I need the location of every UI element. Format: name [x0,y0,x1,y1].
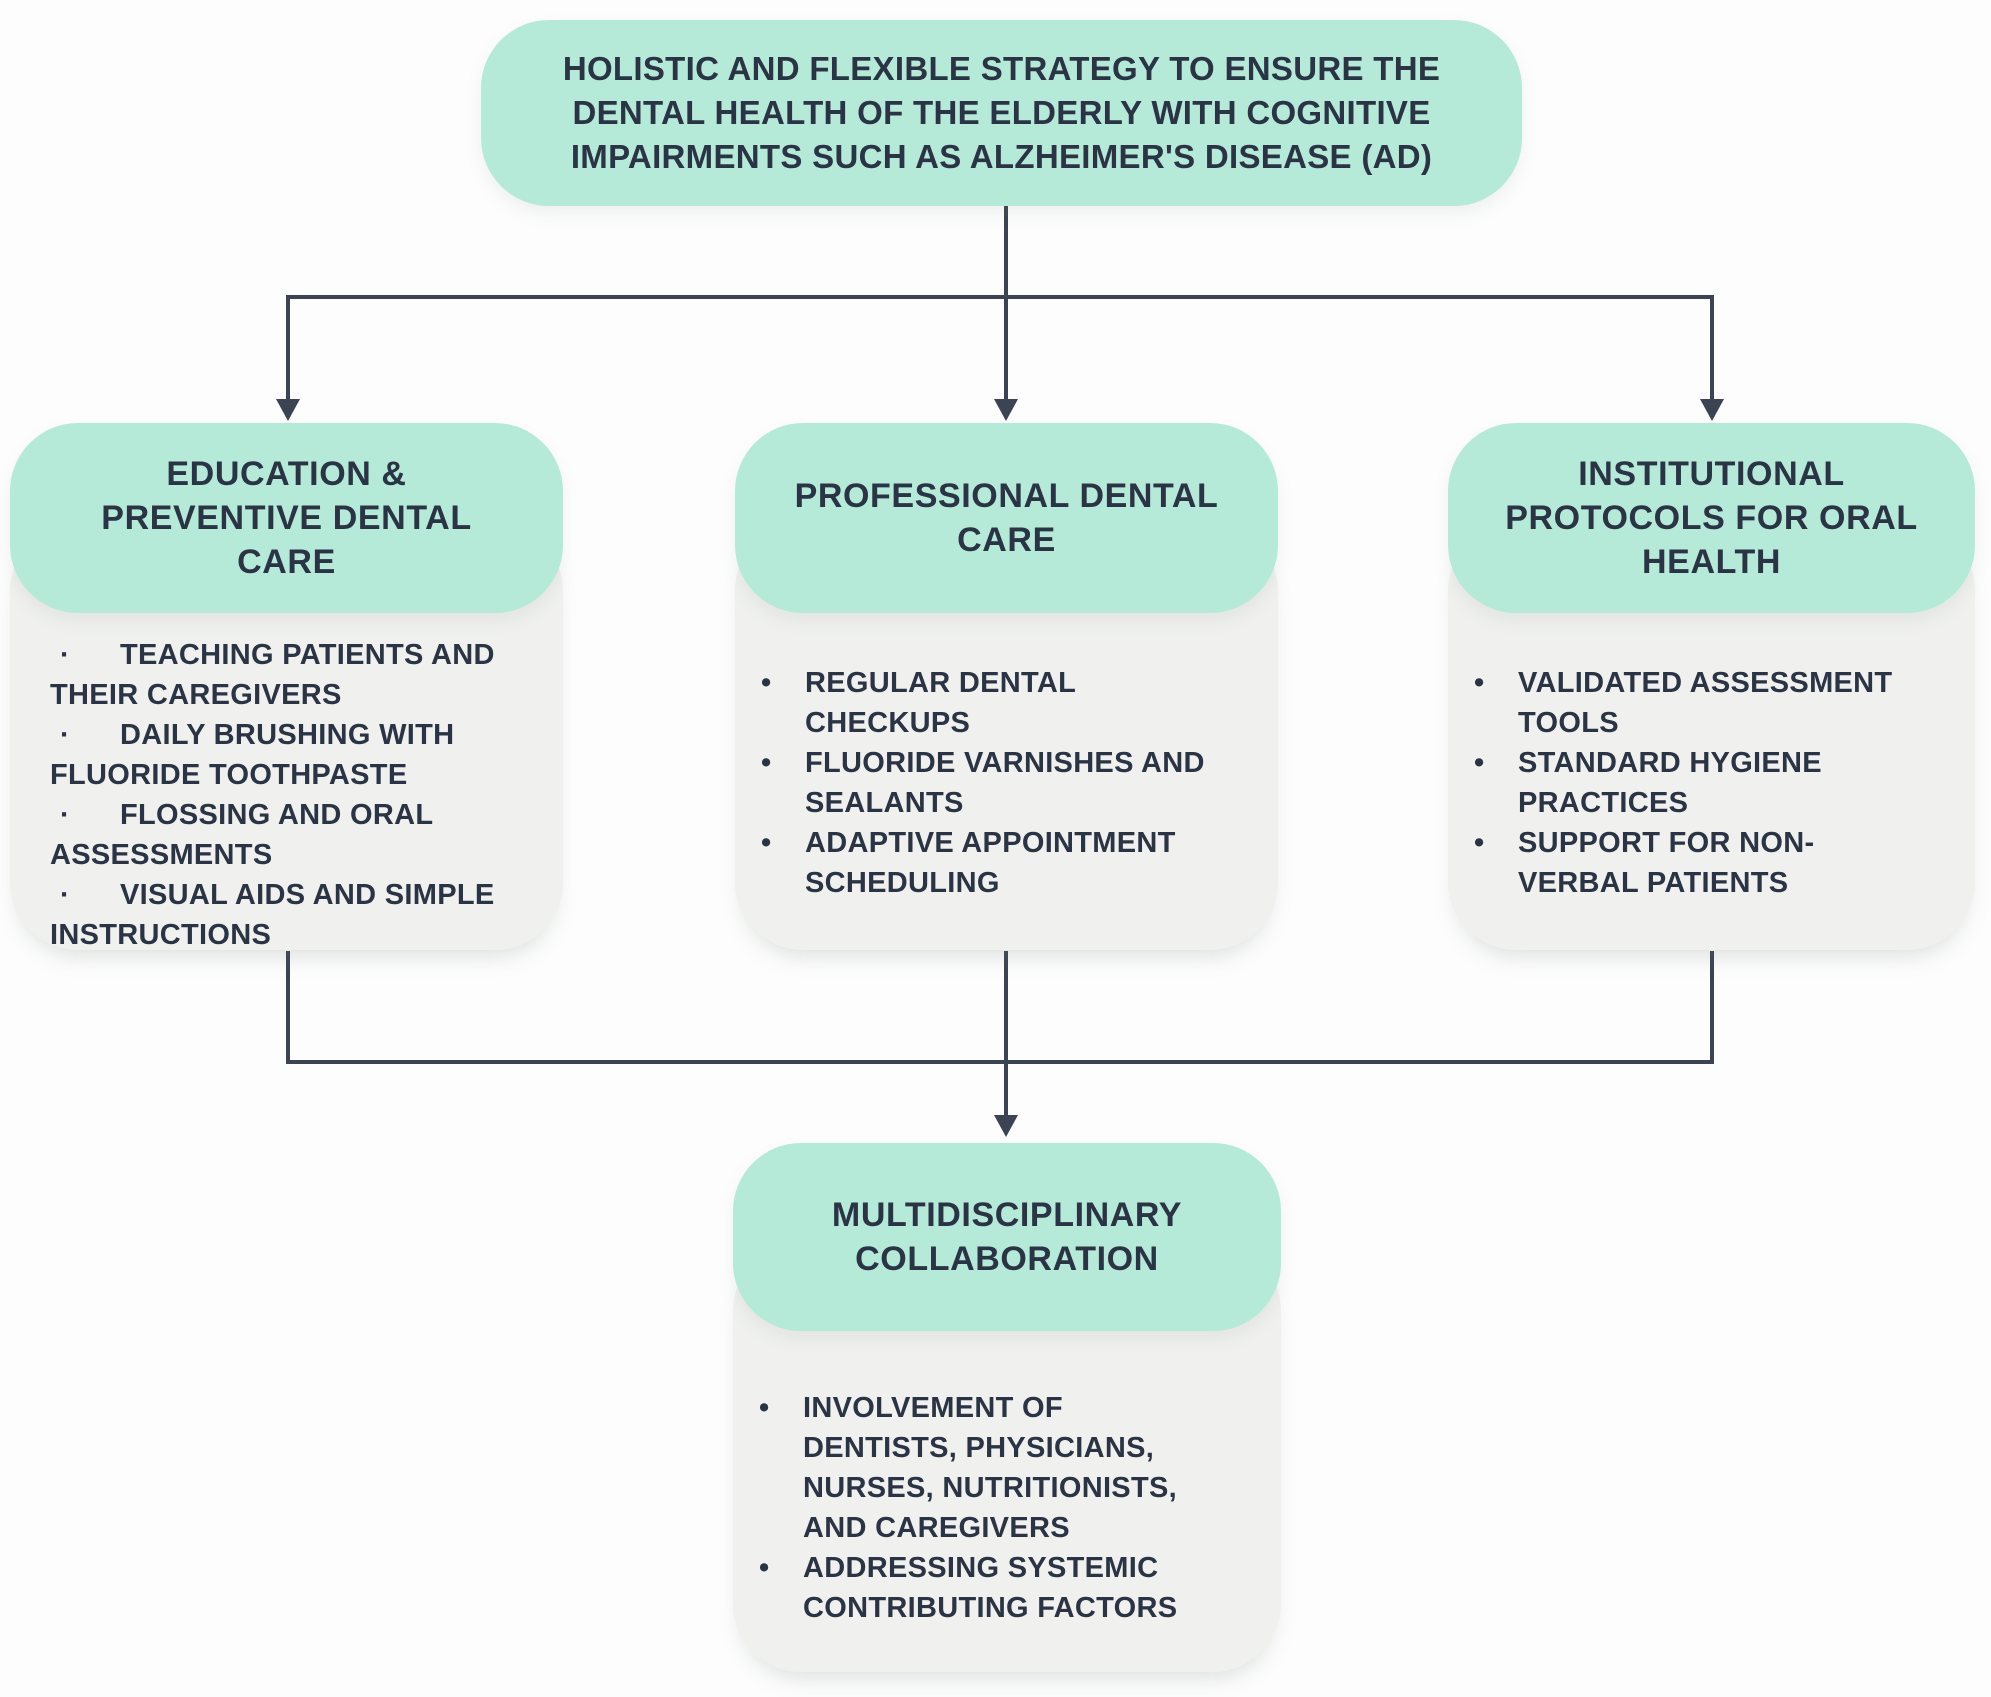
node-title-line: HOLISTIC AND FLEXIBLE STRATEGY TO ENSURE… [562,50,1441,87]
node-title-line: INSTITUTIONAL [1578,455,1845,493]
list-item: •SUPPORT FOR NON-VERBAL PATIENTS [1448,823,1920,903]
node-title-line: EDUCATION & [166,455,407,493]
node-institutional: INSTITUTIONAL PROTOCOLS FOR ORAL HEALTH … [1448,423,1975,950]
bullet-icon: · [60,719,70,751]
node-title-line: COLLABORATION [855,1240,1159,1278]
bullet-icon: • [761,667,772,699]
node-title-line: IMPAIRMENTS SUCH AS ALZHEIMER'S DISEASE … [570,138,1433,175]
bullet-icon: · [60,879,70,911]
list-item: •ADAPTIVE APPOINTMENT SCHEDULING [735,823,1205,903]
list-item: ·FLOSSING AND ORAL ASSESSMENTS [50,795,548,875]
list-item: •ADDRESSING SYSTEMIC CONTRIBUTING FACTOR… [733,1548,1211,1628]
node-education-list: ·TEACHING PATIENTS AND THEIR CAREGIVERS … [50,635,548,955]
arrowhead-middle [994,399,1018,421]
bullet-icon: • [1474,747,1485,779]
node-title-line: HEALTH [1642,543,1781,581]
node-institutional-list: •VALIDATED ASSESSMENT TOOLS •STANDARD HY… [1448,663,1920,903]
node-title-line: DENTAL HEALTH OF THE ELDERLY WITH COGNIT… [572,94,1431,131]
bullet-icon: • [761,827,772,859]
node-multidisciplinary-header: MULTIDISCIPLINARY COLLABORATION [733,1143,1281,1331]
node-title-line: PREVENTIVE DENTAL [101,499,472,537]
node-root: HOLISTIC AND FLEXIBLE STRATEGY TO ENSURE… [481,20,1522,206]
list-item: •INVOLVEMENT OF DENTISTS, PHYSICIANS, NU… [733,1388,1211,1548]
node-title-line: PROFESSIONAL DENTAL [794,477,1219,515]
bullet-icon: • [759,1392,770,1424]
list-item: ·TEACHING PATIENTS AND THEIR CAREGIVERS [50,635,548,715]
node-professional: PROFESSIONAL DENTAL CARE •REGULAR DENTAL… [735,423,1278,950]
bullet-icon: · [60,799,70,831]
list-item: •STANDARD HYGIENE PRACTICES [1448,743,1920,823]
arrowhead-left [276,399,300,421]
arrowhead-merge [994,1115,1018,1137]
node-title-line: PROTOCOLS FOR ORAL [1505,499,1918,537]
node-title-line: CARE [957,521,1056,559]
list-item: ·DAILY BRUSHING WITH FLUORIDE TOOTHPASTE [50,715,548,795]
list-item: •REGULAR DENTAL CHECKUPS [735,663,1205,743]
bullet-icon: • [1474,827,1485,859]
list-item: ·VISUAL AIDS AND SIMPLE INSTRUCTIONS [50,875,548,955]
arrowhead-right [1700,399,1724,421]
bullet-icon: · [60,639,70,671]
list-item: •VALIDATED ASSESSMENT TOOLS [1448,663,1920,743]
bullet-icon: • [759,1552,770,1584]
node-education-header: EDUCATION & PREVENTIVE DENTAL CARE [10,423,563,613]
node-title-line: CARE [237,543,336,581]
node-professional-header: PROFESSIONAL DENTAL CARE [735,423,1278,613]
bullet-icon: • [761,747,772,779]
node-multidisciplinary: MULTIDISCIPLINARY COLLABORATION •INVOLVE… [733,1143,1281,1672]
node-institutional-header: INSTITUTIONAL PROTOCOLS FOR ORAL HEALTH [1448,423,1975,613]
bullet-icon: • [1474,667,1485,699]
node-professional-list: •REGULAR DENTAL CHECKUPS •FLUORIDE VARNI… [735,663,1205,903]
node-root-header: HOLISTIC AND FLEXIBLE STRATEGY TO ENSURE… [481,20,1522,206]
node-title-line: MULTIDISCIPLINARY [831,1196,1183,1234]
node-education: EDUCATION & PREVENTIVE DENTAL CARE ·TEAC… [10,423,563,951]
list-item: •FLUORIDE VARNISHES AND SEALANTS [735,743,1205,823]
node-multidisciplinary-list: •INVOLVEMENT OF DENTISTS, PHYSICIANS, NU… [733,1388,1211,1628]
